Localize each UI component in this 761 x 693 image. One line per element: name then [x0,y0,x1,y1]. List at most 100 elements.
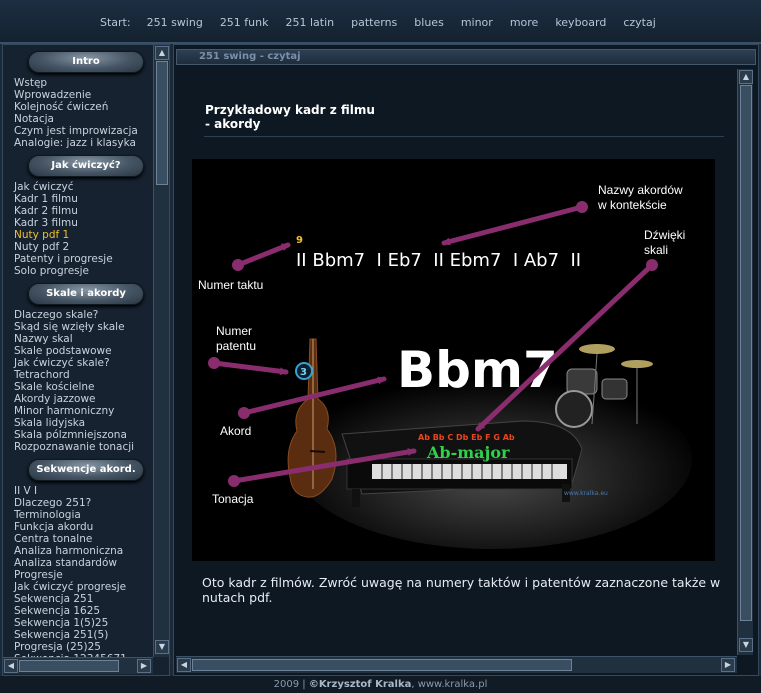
pattern-number: 3 [300,367,307,378]
footer: 2009 | ©Krzysztof Kralka, www.kralka.pl [0,676,761,693]
sidebar-item[interactable]: Kolejność ćwiczeń [14,101,109,113]
nav-link-more[interactable]: more [509,16,539,29]
sidebar-item[interactable]: Funkcja akordu [14,521,94,533]
sidebar-item[interactable]: Skala pólzmniejszona [14,429,127,441]
sidebar-section-button[interactable]: Intro [28,51,144,73]
sidebar-item[interactable]: Wstęp [14,77,48,89]
scroll-down-arrow-icon[interactable]: ▼ [739,638,753,652]
label-chord-names-1: Nazwy akordów [598,183,683,197]
arrow-dot [646,259,658,271]
sidebar-item[interactable]: Tetrachord [14,369,70,381]
sidebar-item[interactable]: Analiza standardów [14,557,117,569]
sidebar-horizontal-scrollbar[interactable]: ◀ ▶ [3,657,153,674]
main-scroll-thumb[interactable] [740,85,752,621]
footer-author: ©Krzysztof Kralka [308,679,412,690]
sidebar-item[interactable]: Sekwencja 251 [14,593,94,605]
scroll-right-arrow-icon[interactable]: ▶ [721,658,735,672]
label-scale-notes-2: skali [644,243,668,257]
sidebar-item[interactable]: Dlaczego 251? [14,497,92,509]
arrow-dot [228,475,240,487]
main-hscroll-thumb[interactable] [192,659,572,671]
sidebar-item[interactable]: Jak ćwiczyć skale? [14,357,110,369]
heading-line-2: - akordy [205,117,261,131]
sidebar-item[interactable]: Dlaczego skale? [14,309,99,321]
scroll-up-arrow-icon[interactable]: ▲ [739,70,753,84]
main-horizontal-scrollbar[interactable]: ◀ ▶ [176,656,737,673]
arrow-chord [241,376,387,416]
sidebar-hscroll-thumb[interactable] [19,660,119,672]
sidebar-item[interactable]: Nuty pdf 2 [14,241,70,253]
sidebar-item[interactable]: Wprowadzenie [14,89,92,101]
scroll-right-arrow-icon[interactable]: ▶ [137,659,151,673]
sidebar-item[interactable]: Progresje [14,569,63,581]
sidebar-item[interactable]: II V I [14,485,38,497]
scroll-left-arrow-icon[interactable]: ◀ [177,658,191,672]
nav-link-251-funk[interactable]: 251 funk [219,16,269,29]
sidebar-item[interactable]: Solo progresje [14,265,90,277]
sidebar-item[interactable]: Analogie: jazz i klasyka [14,137,136,149]
sidebar-item[interactable]: Analiza harmoniczna [14,545,124,557]
label-chord: Akord [220,424,251,438]
nav-link-keyboard[interactable]: keyboard [555,16,607,29]
sidebar-item[interactable]: Sekwencja 1(5)25 [14,617,109,629]
sidebar-item[interactable]: Skąd się wzięły skale [14,321,125,333]
main-title: 251 swing - czytaj [199,51,301,62]
sidebar-item[interactable]: Kadr 1 filmu [14,193,78,205]
sidebar-item[interactable]: Skala lidyjska [14,417,86,429]
double-bass-image [287,338,337,498]
chord-progression-line: II Bbm7 I Eb7 II Ebm7 I Ab7 II [296,250,581,271]
nav-start-label: Start: [100,16,131,29]
description-text: Oto kadr z filmów. Zwróć uwagę na numery… [202,575,721,605]
scale-notes: Ab Bb C Db Eb F G Ab [418,433,515,442]
sidebar-scroll-thumb[interactable] [156,61,168,185]
sidebar-item[interactable]: Centra tonalne [14,533,93,545]
sidebar-item[interactable]: Skale podstawowe [14,345,112,357]
sidebar-item[interactable]: Patenty i progresje [14,253,113,265]
nav-link-minor[interactable]: minor [460,16,493,29]
sidebar-item[interactable]: Minor harmoniczny [14,405,115,417]
sidebar-item[interactable]: Czym jest improwizacja [14,125,138,137]
sidebar-item[interactable]: Kadr 3 filmu [14,217,78,229]
nav-link-blues[interactable]: blues [414,16,444,29]
nav-link-patterns[interactable]: patterns [351,16,398,29]
sidebar-item[interactable]: Skale kościelne [14,381,95,393]
main-vertical-scrollbar[interactable]: ▲ ▼ [737,69,753,655]
scroll-up-arrow-icon[interactable]: ▲ [155,46,169,60]
page-heading: Przykładowy kadr z filmu - akordy [205,103,375,131]
nav-link-czytaj[interactable]: czytaj [623,16,656,29]
annotation-arrows [211,204,655,484]
pattern-number-badge [295,362,313,380]
scroll-down-arrow-icon[interactable]: ▼ [155,640,169,654]
sidebar-item[interactable]: Jak ćwiczyć [14,181,74,193]
sidebar-item[interactable]: Nazwy skal [14,333,73,345]
arrow-dot [208,357,220,369]
sidebar-item[interactable]: Terminologia [14,509,81,521]
scroll-left-arrow-icon[interactable]: ◀ [4,659,18,673]
main-panel: 251 swing - czytaj Przykładowy kadr z fi… [173,44,759,676]
sidebar-vertical-scrollbar[interactable]: ▲ ▼ [153,45,169,657]
sidebar-item[interactable]: Notacja [14,113,54,125]
sidebar-item[interactable]: Jak ćwiczyć progresje [14,581,127,593]
arrow-scale-notes [475,262,655,432]
nav-link-251-swing[interactable]: 251 swing [146,16,203,29]
sidebar-section-button[interactable]: Jak ćwiczyć? [28,155,144,177]
sidebar-section-button[interactable]: Sekwencje akord. [28,459,144,481]
watermark: www.kralka.eu [564,490,608,497]
sidebar-item[interactable]: Kadr 2 filmu [14,205,78,217]
sidebar-item[interactable]: Akordy jazzowe [14,393,96,405]
sidebar-item[interactable]: Progresja (25)25 [14,641,101,653]
sidebar-item[interactable]: Sekwencja 1625 [14,605,101,617]
film-frame-image: 9 II Bbm7 I Eb7 II Ebm7 I Ab7 II Bbm7 3 … [192,159,715,561]
sidebar-section-button[interactable]: Skale i akordy [28,283,144,305]
sidebar-item[interactable]: Sekwencja 12345671 [14,653,153,657]
nav-link-251-latin[interactable]: 251 latin [285,16,335,29]
arrow-dot [576,201,588,213]
main-title-bar: 251 swing - czytaj [176,49,756,65]
sidebar-item[interactable]: Rozpoznawanie tonacji [14,441,135,453]
sidebar-item[interactable]: Sekwencja 251(5) [14,629,109,641]
sidebar-item[interactable]: Nuty pdf 1 [14,229,70,241]
